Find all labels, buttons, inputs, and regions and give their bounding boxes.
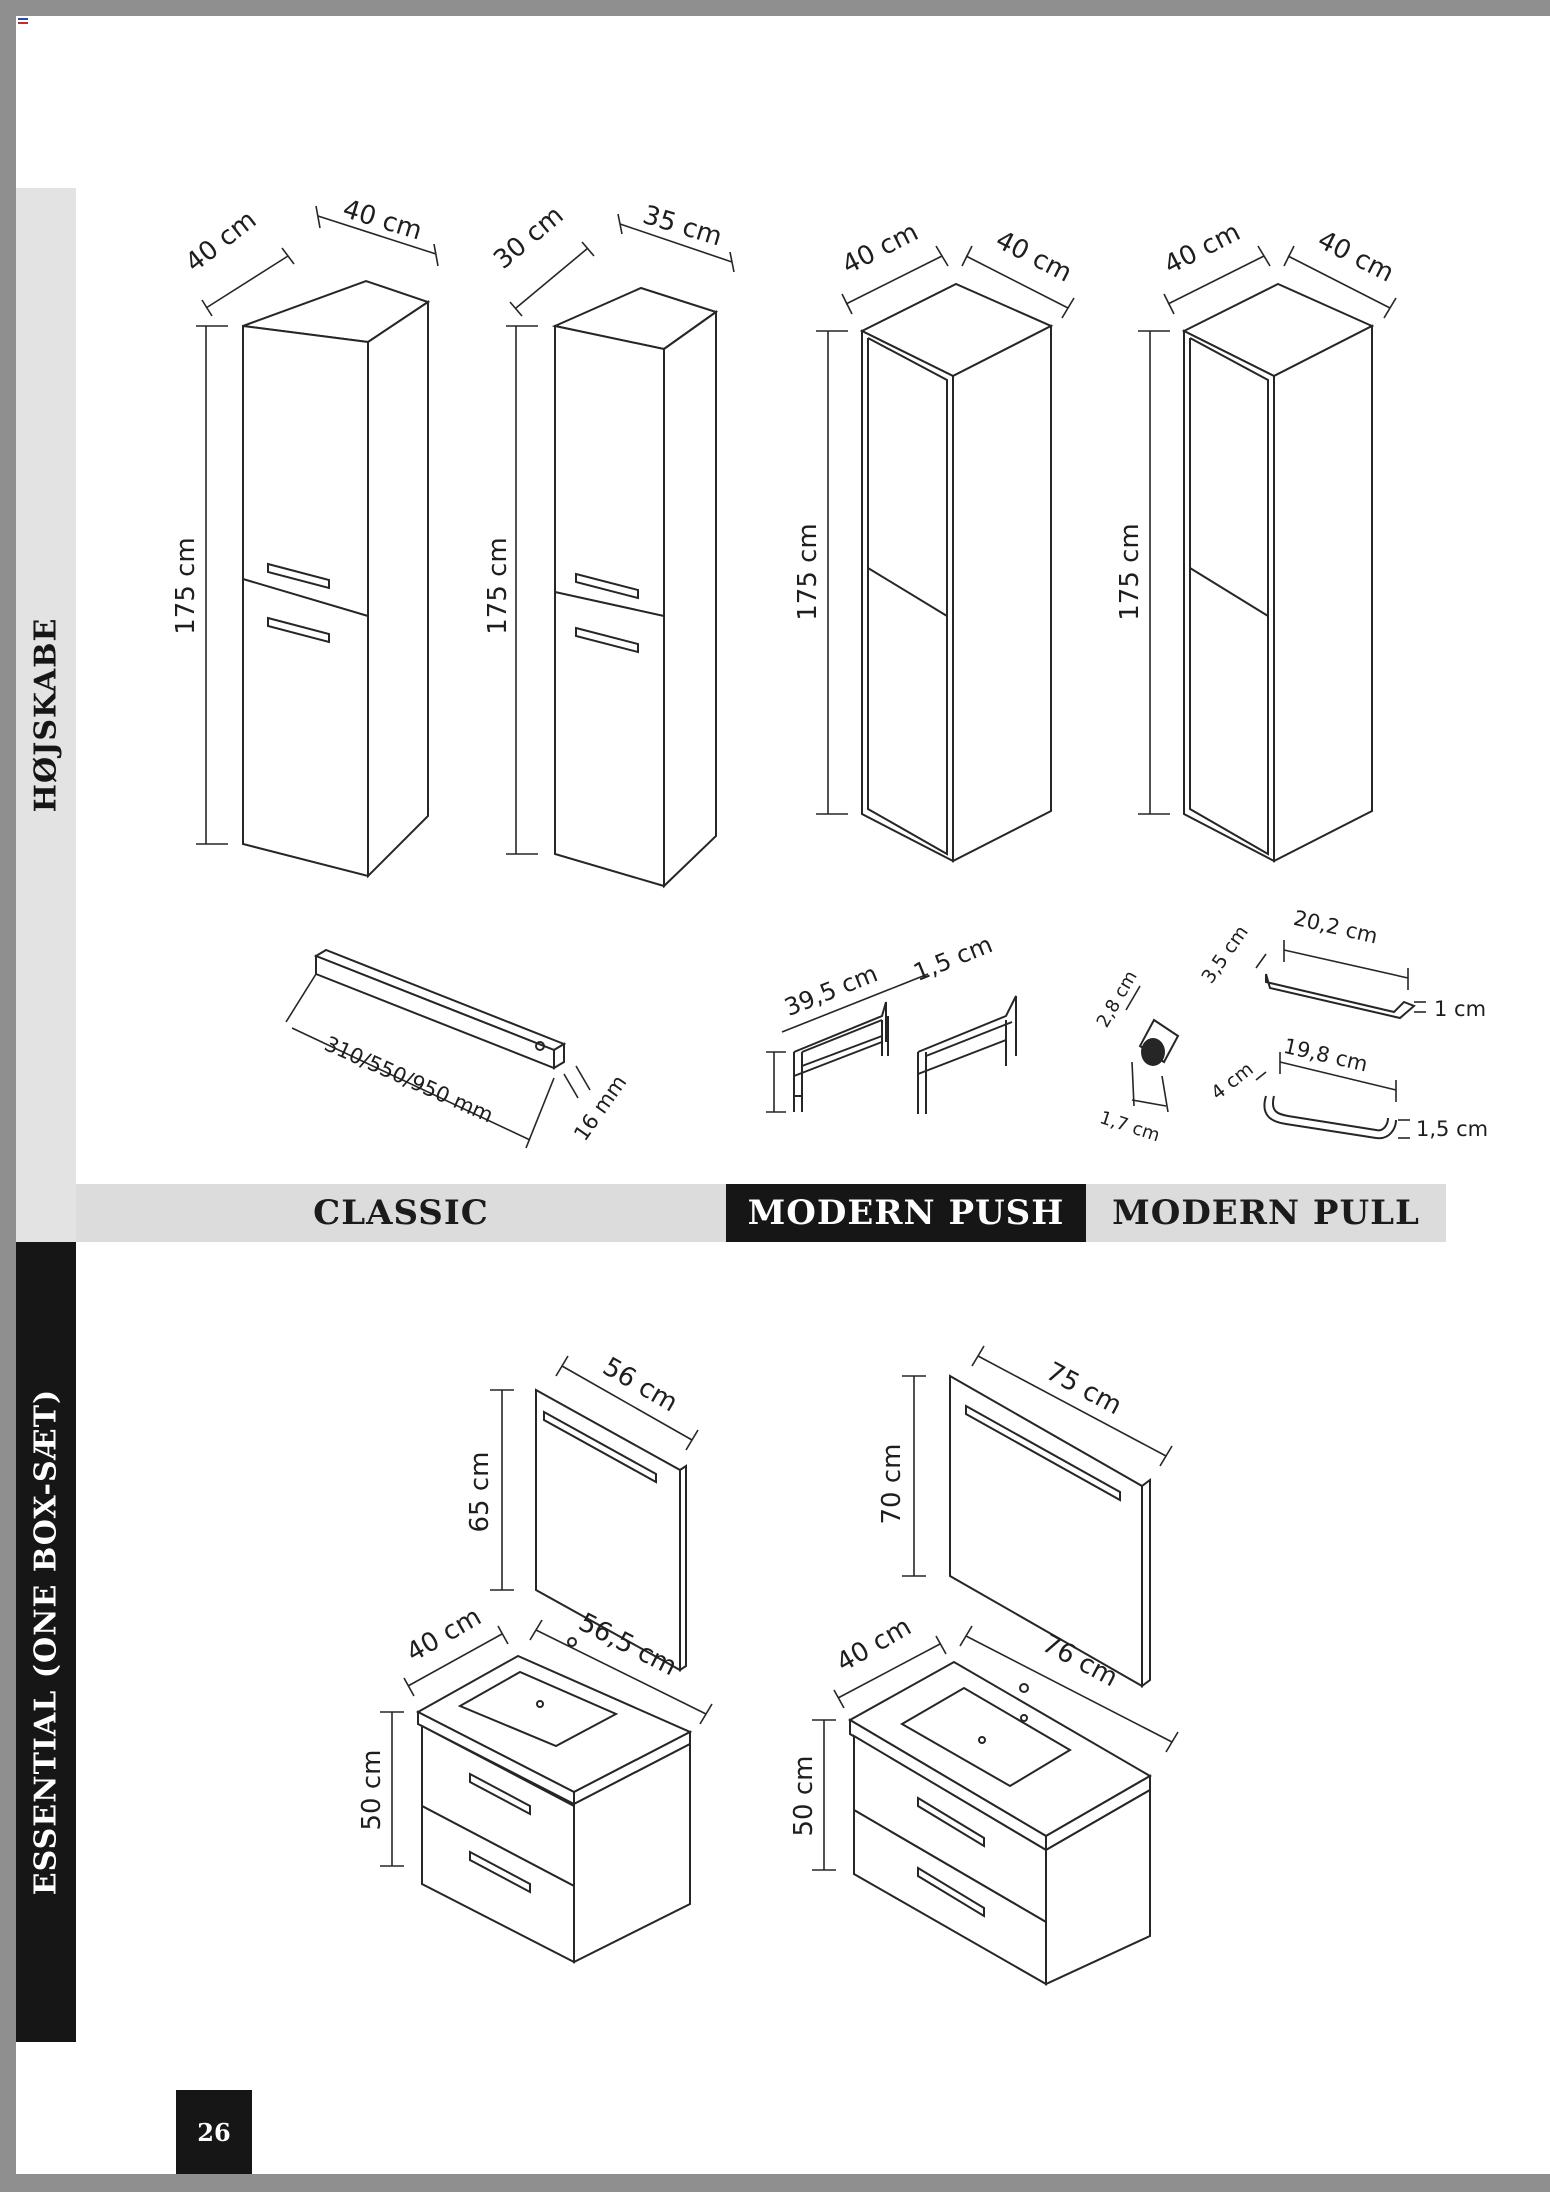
furniture-legs: 39,5 cm 1,5 cm (766, 930, 1017, 1114)
tall-cabinet-4: 175 cm 40 cm 40 cm (1115, 217, 1399, 863)
mirror-led (543, 1410, 657, 1484)
drawer-handle (469, 1772, 531, 1816)
tab-modern-pull: MODERN PULL (1086, 1184, 1446, 1242)
dim-knob-diameter: 1,7 cm (1097, 1107, 1162, 1146)
tall-cabinet-1: 175 cm 40 cm 40 cm (171, 194, 439, 879)
drawer-handle (917, 1796, 985, 1848)
set-2: 70 cm 75 cm 40 cm 76 cm 50 cm (789, 1345, 1179, 1986)
tall-cabinet-2: 175 cm 30 cm 35 cm (483, 200, 735, 889)
dim-height: 175 cm (171, 537, 201, 635)
vanity-side (573, 1742, 691, 1964)
dim-mirror-width: 56 cm (597, 1352, 682, 1418)
dim-legs-thickness: 1,5 cm (910, 930, 997, 987)
dim-vanity-height: 50 cm (789, 1756, 819, 1837)
dim-width: 40 cm (1313, 225, 1399, 288)
dim-handle1-length: 20,2 cm (1291, 906, 1380, 949)
tab-classic: CLASSIC (76, 1184, 726, 1242)
dim-vanity-height: 50 cm (357, 1750, 387, 1831)
drawer-handle (469, 1850, 531, 1894)
page-number: 26 (176, 2090, 252, 2174)
basin (457, 1670, 619, 1748)
series-tabs: CLASSIC MODERN PUSH MODERN PULL (76, 1184, 1446, 1242)
tab-modern-push: MODERN PUSH (726, 1184, 1086, 1242)
dim-height: 175 cm (793, 523, 823, 621)
cabinet-front (554, 324, 665, 888)
cabinet-side (952, 324, 1052, 863)
bar-top (313, 948, 567, 1052)
section-label-hojskabe: HØJSKABE (16, 188, 76, 1242)
dim-mirror-height: 65 cm (465, 1452, 495, 1533)
catalog-page: HØJSKABE ESSENTIAL (ONE BOX-SÆT) 175 cm … (16, 16, 1550, 2174)
dim-handle2-height: 1,5 cm (1416, 1117, 1488, 1141)
dim-width: 40 cm (991, 225, 1077, 288)
dim-bar-height: 16 mm (569, 1071, 631, 1146)
basin (900, 1686, 1072, 1788)
dim-knob-length: 2,8 cm (1093, 967, 1142, 1031)
drawer-handle (917, 1866, 985, 1918)
dim-mirror-height: 70 cm (877, 1444, 907, 1525)
dim-width: 40 cm (339, 194, 425, 246)
corner-flag-icon (18, 18, 28, 24)
door-handle (575, 626, 639, 654)
technical-drawings: 175 cm 40 cm 40 cm 175 cm 30 cm 35 cm (171, 194, 1488, 1986)
handle-1: 20,2 cm 3,5 cm 1 cm (1197, 906, 1486, 1021)
cabinet-side (367, 300, 429, 879)
dim-handle1-depth: 3,5 cm (1197, 922, 1252, 988)
dim-depth: 30 cm (488, 200, 569, 275)
set-1: 65 cm 56 cm 40 cm 56,5 cm 50 cm (357, 1352, 713, 1964)
light-bar: 310/550/950 mm 16 mm (285, 948, 631, 1149)
tall-cabinet-3: 175 cm 40 cm 40 cm (793, 217, 1077, 863)
mirror-led (965, 1404, 1121, 1502)
section-label-essential: ESSENTIAL (ONE BOX-SÆT) (16, 1242, 76, 2042)
dim-height: 175 cm (483, 537, 513, 635)
door-handle (267, 616, 330, 644)
cabinet-side (1273, 324, 1373, 863)
dim-vanity-depth: 40 cm (831, 1612, 916, 1678)
cabinet-side (663, 310, 717, 889)
cabinet-front (1183, 329, 1275, 863)
dim-height: 175 cm (1115, 523, 1145, 621)
dim-depth: 40 cm (180, 205, 262, 278)
dim-bar-length: 310/550/950 mm (321, 1032, 497, 1128)
cabinet-front (861, 329, 954, 863)
cabinet-front (242, 324, 369, 878)
dim-handle2-depth: 4 cm (1207, 1058, 1258, 1104)
dim-handle1-height: 1 cm (1434, 997, 1486, 1021)
handle-2: 19,8 cm 4 cm 1,5 cm (1207, 1034, 1488, 1141)
dim-handle2-length: 19,8 cm (1281, 1034, 1370, 1077)
dim-vanity-depth: 40 cm (401, 1602, 486, 1668)
door-handle (267, 562, 330, 590)
knob: 2,8 cm 1,7 cm (1093, 967, 1180, 1146)
vanity-side (1045, 1788, 1151, 1986)
door-handle (575, 572, 639, 600)
